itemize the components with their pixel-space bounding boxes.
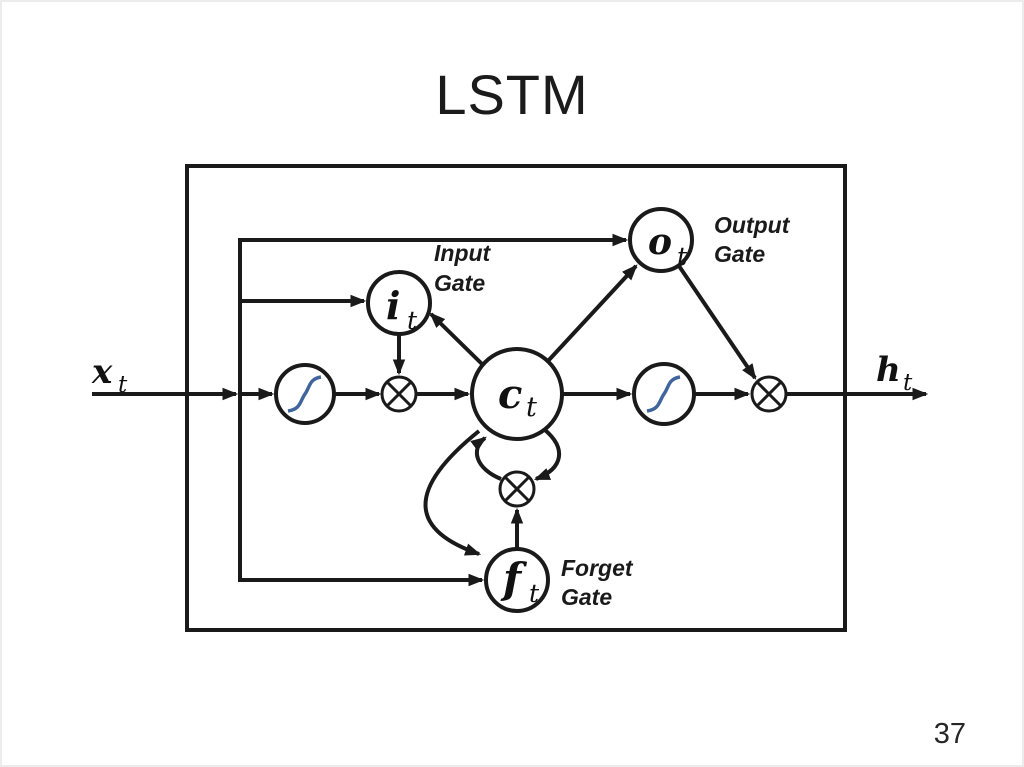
output-gate-node — [628, 207, 694, 273]
forget-gate-node — [484, 547, 550, 613]
cell-subscript: t — [526, 392, 537, 423]
cell-state-node — [470, 347, 564, 441]
input-gate-label-line2: Gate — [434, 270, 485, 296]
curve-multiply-to-cell — [470, 436, 502, 481]
cell-symbol: c — [498, 371, 522, 418]
multiply-cross — [503, 475, 531, 503]
output-multiply-node — [750, 375, 788, 413]
feedback-branch-lines — [238, 233, 629, 587]
sigmoid-icon — [646, 375, 681, 413]
input-multiply-node — [380, 375, 418, 413]
forget-gate-label-line1: Forget — [561, 555, 634, 581]
page-number: 37 — [933, 718, 966, 750]
input-gate-label-line1: Input — [434, 240, 492, 266]
input-gate-node — [366, 270, 432, 336]
multiply-cross — [755, 380, 783, 408]
output-sigmoid-node — [632, 362, 696, 426]
slide-title: LSTM — [435, 63, 589, 126]
output-signal-symbol: h — [876, 350, 901, 390]
multiply-cross — [385, 380, 413, 408]
input-gate-subscript: t — [407, 306, 418, 335]
forget-gate-subscript: t — [529, 579, 540, 608]
output-gate-label-line1: Output — [714, 212, 791, 238]
forget-multiply-node — [498, 470, 536, 508]
output-gate-label-line2: Gate — [714, 241, 765, 267]
gate-control-arrows — [392, 264, 757, 549]
input-signal-subscript: t — [118, 372, 128, 398]
peephole-cell-to-input-gate — [429, 312, 485, 367]
output-gate-symbol: o — [648, 221, 672, 263]
input-signal-symbol: x — [91, 352, 113, 392]
sigmoid-icon — [287, 375, 322, 413]
lstm-cell-boundary — [185, 164, 847, 632]
output-gate-subscript: t — [677, 242, 688, 271]
peephole-cell-to-forget-gate — [423, 429, 482, 556]
arrow-output-gate-to-multiply — [677, 264, 757, 380]
curve-cell-to-multiply — [533, 428, 562, 481]
peephole-cell-to-output-gate — [546, 264, 638, 363]
input-sigmoid-node — [274, 363, 336, 425]
cell-state-recurrence — [423, 428, 562, 556]
forget-gate-label-line2: Gate — [561, 584, 612, 610]
input-gate-symbol: i — [386, 283, 400, 328]
output-signal-subscript: t — [903, 370, 913, 396]
